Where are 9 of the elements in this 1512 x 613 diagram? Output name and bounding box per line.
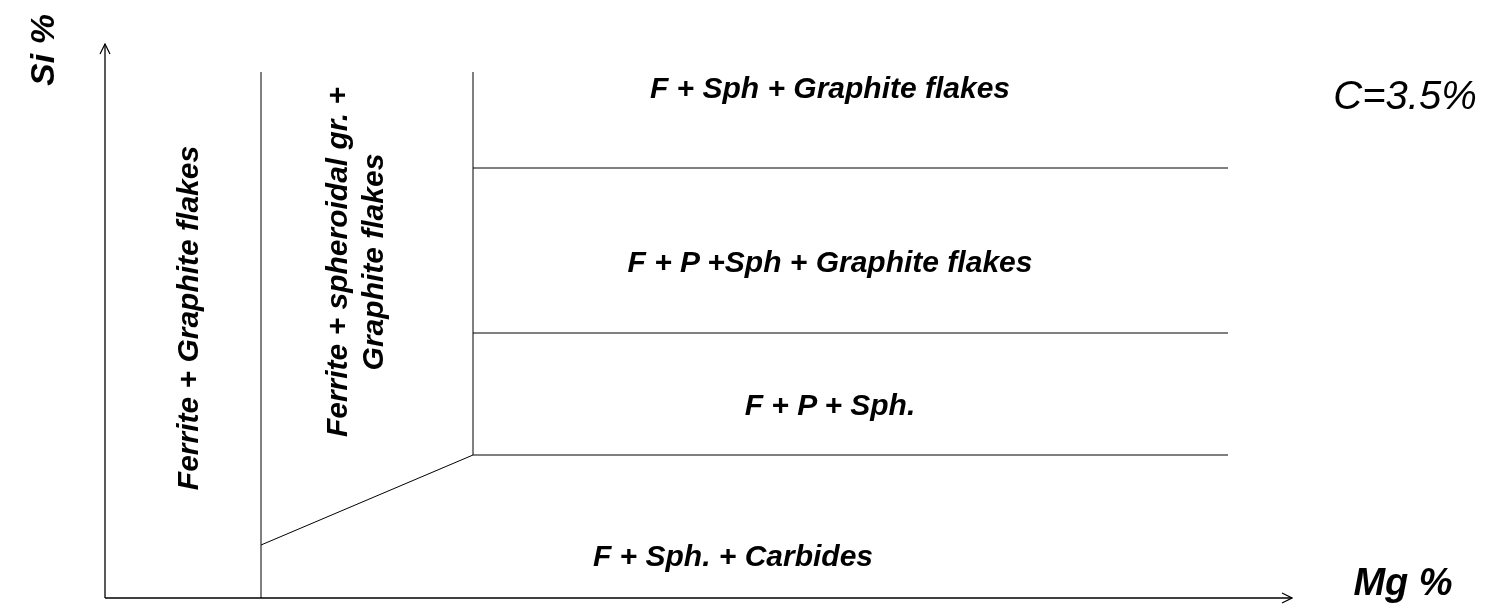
condition-label: C=3.5% (1332, 72, 1478, 119)
region-label: F + Sph. + Carbides (591, 538, 875, 574)
region-label: Ferrite + spheroidal gr. + Graphite flakes (319, 85, 390, 440)
axis-label: Mg % (1352, 560, 1454, 606)
region-label: F + P +Sph + Graphite flakes (626, 244, 1034, 280)
region-label: F + Sph + Graphite flakes (648, 70, 1012, 106)
axis-label: Si % (21, 13, 62, 88)
region-label: F + P + Sph. (743, 387, 917, 423)
region-label: Ferrite + Graphite flakes (170, 144, 205, 493)
